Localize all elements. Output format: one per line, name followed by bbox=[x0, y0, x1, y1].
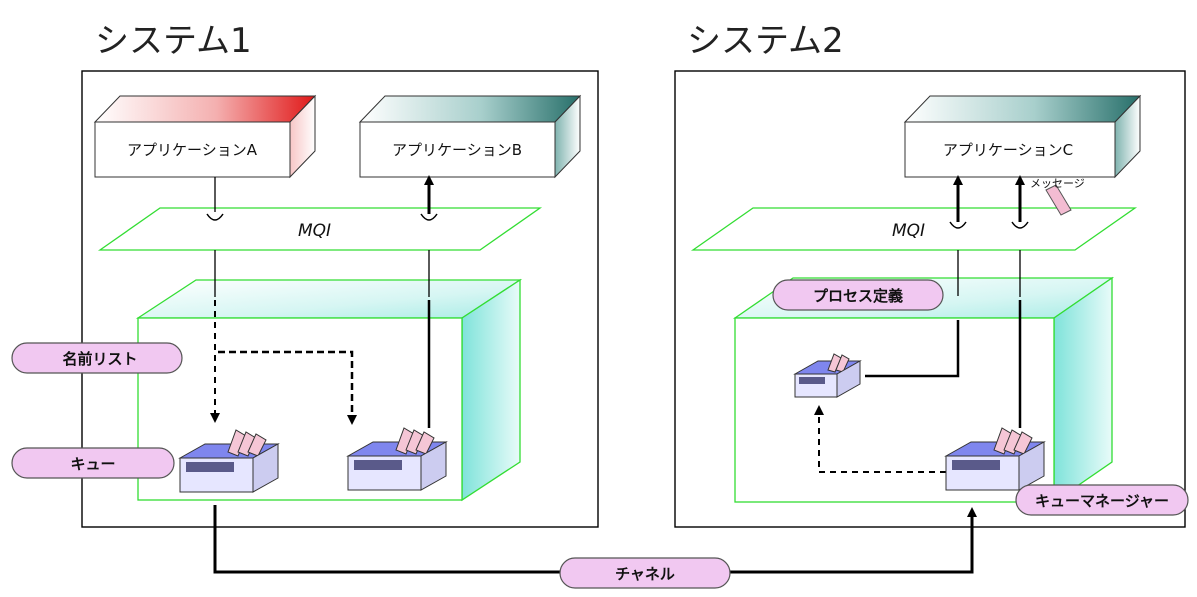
mqi-socket-a bbox=[206, 213, 224, 221]
queue-pill[interactable]: キュー bbox=[11, 447, 175, 479]
queue-manager-label: キューマネージャー bbox=[1035, 492, 1169, 510]
queue-icon-2[interactable] bbox=[346, 427, 448, 491]
application-b-label: アプリケーションB bbox=[392, 141, 522, 159]
system2-title: システム2 bbox=[687, 21, 844, 61]
process-definition-pill[interactable]: プロセス定義 bbox=[772, 279, 944, 311]
application-a-label: アプリケーションA bbox=[127, 141, 258, 159]
queue-icon-4[interactable] bbox=[944, 427, 1046, 491]
channel-pill[interactable]: チャネル bbox=[559, 557, 731, 589]
system2-frame bbox=[674, 70, 1186, 528]
queue-label: キュー bbox=[70, 455, 115, 473]
mqi-label-2: MQI bbox=[892, 221, 925, 241]
system1-title: システム1 bbox=[95, 21, 252, 61]
name-list-pill[interactable]: 名前リスト bbox=[11, 342, 183, 374]
system1-frame bbox=[81, 70, 599, 528]
queue-icon-3[interactable] bbox=[793, 353, 862, 398]
name-list-label: 名前リスト bbox=[62, 350, 137, 368]
message-label: メッセージ bbox=[1030, 177, 1085, 190]
mqi-socket-c1 bbox=[949, 221, 967, 229]
mqi-plane-2 bbox=[690, 207, 1138, 251]
initiation-queue-line bbox=[865, 320, 960, 378]
channel-label: チャネル bbox=[615, 565, 675, 583]
mqi-socket-c2 bbox=[1011, 221, 1029, 229]
name-list-resolve-arrow bbox=[218, 350, 357, 425]
mqi-socket-b bbox=[420, 213, 438, 221]
application-c[interactable]: アプリケーションC bbox=[903, 94, 1142, 179]
process-definition-label: プロセス定義 bbox=[813, 287, 903, 305]
queue-manager-pill[interactable]: キューマネージャー bbox=[1015, 484, 1189, 516]
queue-manager-box-2 bbox=[732, 276, 1115, 504]
queue-icon-1[interactable] bbox=[178, 429, 280, 493]
application-c-label: アプリケーションC bbox=[943, 141, 1073, 159]
message-icon bbox=[1045, 184, 1072, 216]
mqi-label-1: MQI bbox=[298, 221, 331, 241]
application-a[interactable]: アプリケーションA bbox=[93, 94, 317, 179]
trigger-message-arrow bbox=[814, 405, 946, 473]
application-b[interactable]: アプリケーションB bbox=[358, 94, 582, 179]
mqi-plane-1 bbox=[97, 207, 543, 251]
